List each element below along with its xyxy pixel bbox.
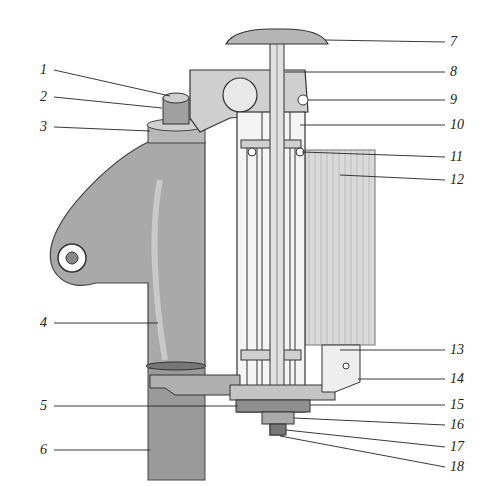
pin: [298, 95, 308, 105]
callout-number: 6: [39, 443, 48, 457]
callout-number: 3: [39, 120, 48, 134]
callout-number: 13: [449, 343, 465, 357]
lower-arm: [150, 375, 240, 395]
handwheel: [226, 29, 328, 44]
end-nut: [270, 424, 286, 435]
callout-number: 5: [39, 399, 48, 413]
nut-top: [163, 93, 189, 103]
lug-pin: [66, 252, 78, 264]
callout-number: 17: [449, 440, 465, 454]
callout-number: 15: [449, 398, 465, 412]
lug-hole: [58, 244, 86, 272]
callout-number: 16: [449, 418, 465, 432]
ring: [146, 362, 206, 370]
callout-number: 7: [449, 35, 458, 49]
stem: [270, 40, 284, 435]
callout-number: 12: [449, 173, 465, 187]
callout-number: 2: [39, 90, 48, 104]
housing-highlight: [155, 180, 165, 360]
callout-number: 1: [39, 63, 48, 77]
callout-number: 18: [449, 460, 465, 474]
callout-number: 8: [449, 65, 458, 79]
callout-number: 10: [449, 118, 465, 132]
side-panel: [305, 150, 375, 345]
callout-number: 14: [449, 372, 465, 386]
leader-lines: [54, 40, 445, 467]
clamp-bore: [223, 78, 257, 112]
washer: [262, 412, 294, 424]
callout-number: 9: [449, 93, 458, 107]
lower-nut: [236, 400, 310, 412]
callout-number: 11: [449, 150, 464, 164]
bracket: [322, 345, 360, 392]
callout-number: 4: [39, 316, 48, 330]
base-plate: [230, 385, 335, 400]
housing: [50, 142, 205, 365]
